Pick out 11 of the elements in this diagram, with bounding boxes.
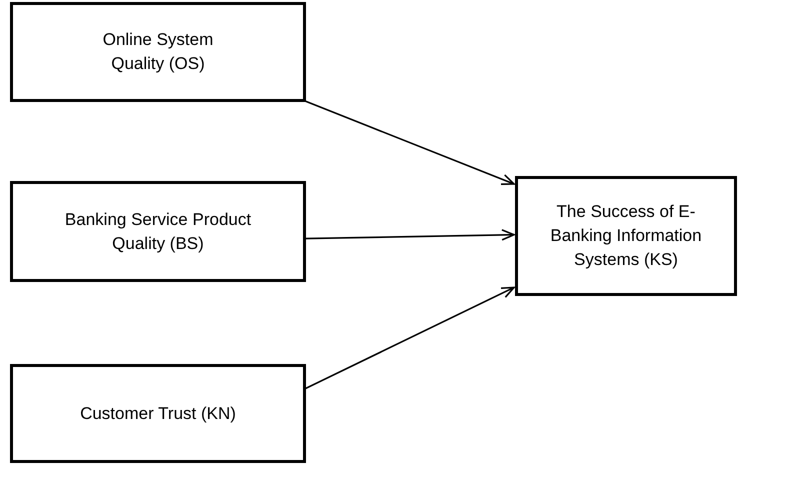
box-label: The Success of E-Banking Information Systems (KS) <box>549 201 703 271</box>
arrow <box>304 286 515 390</box>
process-box <box>10 364 306 463</box>
box-label: Online System Quality (OS) <box>102 29 214 75</box>
arrow <box>304 229 515 241</box>
arrow <box>304 100 515 186</box>
process-box <box>515 176 737 296</box>
process-box <box>10 2 306 102</box>
box-label: Banking Service Product Quality (BS) <box>64 208 252 254</box>
process-box <box>10 181 306 282</box>
box-label: Customer Trust (KN) <box>80 402 236 424</box>
